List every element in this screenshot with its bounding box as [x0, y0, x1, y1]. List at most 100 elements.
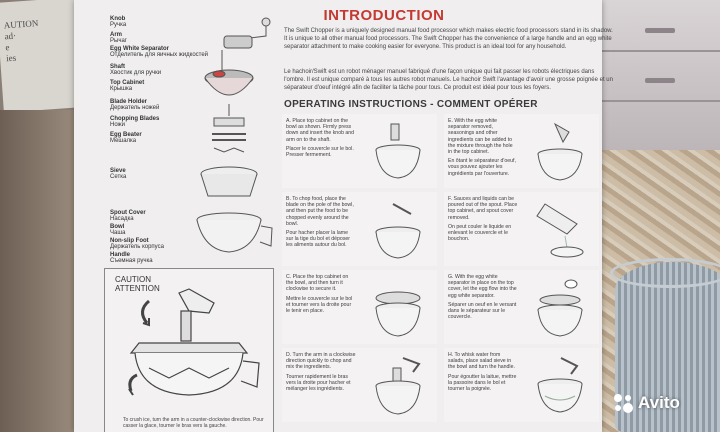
- avito-watermark-text: Avito: [638, 393, 680, 412]
- part-label-ru: Отделитель для яичных жидкостей: [110, 52, 209, 58]
- intro-title: INTRODUCTION: [323, 7, 445, 24]
- avito-watermark: Avito: [612, 392, 680, 414]
- step-label: C.: [286, 274, 292, 280]
- part-label-en: Blade Holder: [110, 99, 148, 105]
- part-label-ru: Хвостик для ручки: [110, 70, 162, 76]
- part-label-en: Sieve: [110, 168, 126, 174]
- step-text-en: Place the top cabinet on the bowl, and t…: [286, 274, 349, 293]
- part-label-ru: Ножи: [110, 122, 125, 128]
- avito-logo-icon: [614, 394, 633, 413]
- cabinet-handle: [645, 78, 675, 83]
- intro-paragraph-en: The Swift Chopper is a uniquely designed…: [284, 28, 613, 50]
- step-text-fr: En ôtant le séparateur d'oeuf, vous pouv…: [448, 158, 516, 177]
- step-illustration: [375, 203, 421, 259]
- step-text: C. Place the top cabinet on the bowl, an…: [286, 274, 356, 314]
- part-label-en: Egg White Separator: [110, 46, 170, 52]
- step-text: A. Place top cabinet on the bowl as show…: [286, 118, 356, 158]
- cabinet: [600, 0, 720, 150]
- step-text-en: With the egg white separator removed, se…: [448, 118, 513, 156]
- salad-basket: [615, 262, 720, 432]
- cabinet-seam: [600, 50, 720, 52]
- step-illustration: [537, 357, 583, 413]
- part-label-ru: Съемная ручка: [110, 258, 153, 264]
- step-illustration: [375, 357, 421, 415]
- step-label: B.: [286, 196, 291, 202]
- part-label-en: Arm: [110, 32, 123, 38]
- step-label: F.: [448, 196, 453, 202]
- part-label-en: Spout Cover: [110, 210, 146, 216]
- step-text: E. With the egg white separator removed,…: [448, 118, 518, 177]
- step-text-en: Place top cabinet on the bowl as shown. …: [286, 118, 355, 143]
- step-text-en: Turn the arm in a clockwise direction qu…: [286, 352, 356, 371]
- step-illustration: [375, 291, 421, 337]
- caution-title-en: CAUTION: [115, 275, 151, 284]
- step-label: D.: [286, 352, 292, 358]
- newspaper: AUTION ad· e ies: [0, 0, 82, 113]
- part-label-en: Top Cabinet: [110, 80, 145, 86]
- part-label-ru: Рычаг: [110, 38, 127, 44]
- step-label: A.: [286, 118, 291, 124]
- step-text-fr: Pour hacher placer la lame sur la tige d…: [286, 230, 351, 249]
- part-label-en: Chopping Blades: [110, 116, 160, 122]
- step-g: G. With the egg white separator in place…: [444, 270, 599, 344]
- part-label-ru: Держатель корпуса: [110, 244, 164, 250]
- step-text-fr: Mettre le couvercle sur le bol et tourne…: [286, 295, 353, 315]
- part-label-ru: Крышка: [110, 86, 133, 92]
- cabinet-seam: [600, 100, 720, 102]
- step-a: A. Place top cabinet on the bowl as show…: [282, 114, 437, 188]
- part-label-ru: Мешалка: [110, 138, 137, 144]
- step-h: H. To whisk water from salads, place sal…: [444, 348, 599, 422]
- intro-paragraph-fr: Le hachoir/Swift est un robot ménager ma…: [284, 69, 613, 91]
- step-text: G. With the egg white separator in place…: [448, 274, 518, 320]
- caution-panel: CAUTION ATTENTION: [104, 268, 274, 432]
- cabinet-handle: [645, 28, 675, 33]
- step-label: E.: [448, 118, 453, 124]
- step-text-en: With the egg white separator in place on…: [448, 274, 517, 299]
- step-text-fr: Placer le couvercle sur le bol. Presser …: [286, 145, 354, 159]
- step-label: G.: [448, 274, 454, 280]
- step-text-fr: On peut couler le liquide en enlevant le…: [448, 223, 512, 243]
- part-label-en: Bowl: [110, 224, 125, 230]
- part-label-en: Non-slip Foot: [110, 238, 149, 244]
- step-e: E. With the egg white separator removed,…: [444, 114, 599, 188]
- part-label-ru: Сетка: [110, 174, 127, 180]
- part-label-ru: Насадка: [110, 216, 134, 222]
- part-label-en: Shaft: [110, 64, 125, 70]
- step-label: H.: [448, 352, 454, 358]
- step-illustration: [536, 203, 584, 258]
- part-label-en: Handle: [110, 252, 131, 258]
- table-edge: [0, 110, 78, 432]
- step-text-fr: Pour égoutter la laitue, mettre la passo…: [448, 373, 517, 393]
- step-illustration: [375, 123, 421, 179]
- step-text: D. Turn the arm in a clockwise direction…: [286, 352, 356, 392]
- step-text-en: To whisk water from salads, place salad …: [448, 352, 515, 371]
- step-text: B. To chop food, place the blade on the …: [286, 196, 356, 249]
- part-label-en: Egg Beater: [110, 132, 142, 138]
- caution-caption: To crush ice, turn the arm in a counter-…: [123, 417, 264, 429]
- step-d: D. Turn the arm in a clockwise direction…: [282, 348, 437, 422]
- step-text-en: Sauces and liquids can be poured out of …: [448, 196, 518, 221]
- step-b: B. To chop food, place the blade on the …: [282, 192, 437, 266]
- step-f: F. Sauces and liquids can be poured out …: [444, 192, 599, 266]
- parts-illustration: [196, 17, 273, 253]
- salad-basket-rim: [610, 258, 720, 288]
- operating-instructions-title: OPERATING INSTRUCTIONS - COMMENT OPÉRER: [284, 99, 538, 110]
- newspaper-text: AUTION ad· e ies: [3, 18, 40, 64]
- part-label-ru: Ручка: [110, 22, 127, 28]
- step-c: C. Place the top cabinet on the bowl, an…: [282, 270, 437, 344]
- step-text-fr: Tourner rapidement le bras vers la droit…: [286, 373, 351, 393]
- part-label-en: Knob: [110, 16, 126, 22]
